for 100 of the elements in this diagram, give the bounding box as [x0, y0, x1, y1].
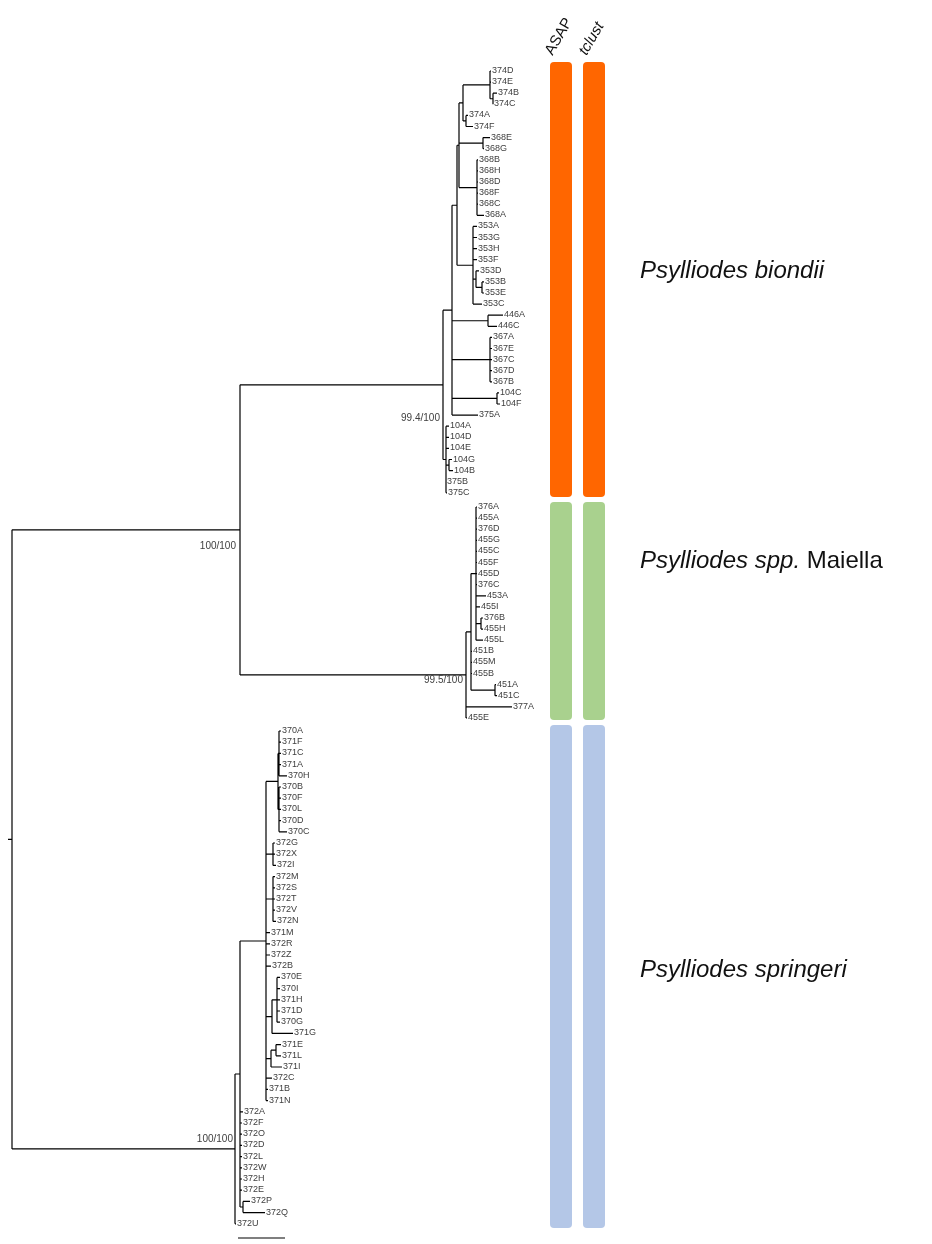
taxon-label: 372M — [276, 870, 299, 882]
taxon-label: 371H — [281, 993, 303, 1005]
taxon-label: 376B — [484, 612, 506, 623]
taxon-label: 371F — [282, 736, 303, 748]
taxon-label: 455I — [481, 600, 499, 612]
taxon-label: 371L — [282, 1049, 303, 1061]
taxon-label: 455C — [478, 545, 500, 557]
taxon-label: 455B — [473, 667, 495, 679]
delimitation-bar — [550, 62, 572, 497]
taxon-label: 371N — [269, 1094, 291, 1106]
taxon-label: 104G — [453, 453, 476, 465]
taxon-label: 372B — [272, 960, 294, 972]
taxon-label: 446C — [498, 320, 520, 332]
taxon-label: 451A — [497, 678, 519, 690]
taxon-label: 375A — [479, 409, 501, 421]
taxon-label: 370B — [282, 781, 304, 792]
taxon-label: 453A — [487, 589, 509, 601]
taxon-label: 371A — [282, 758, 304, 770]
taxon-label: 104E — [450, 442, 472, 454]
taxon-label: 455A — [478, 512, 500, 524]
taxon-label: 372N — [277, 915, 299, 927]
species-name: Psylliodes biondii — [640, 256, 825, 284]
taxon-label: 372Z — [271, 949, 292, 960]
taxon-label: 372E — [243, 1184, 265, 1196]
taxon-label: 372C — [273, 1072, 295, 1084]
taxon-label: 455M — [473, 656, 496, 668]
taxon-label: 455H — [484, 623, 506, 635]
taxon-label: 372L — [243, 1150, 264, 1162]
taxon-label: 367B — [493, 375, 515, 387]
taxon-label: 372G — [276, 837, 299, 848]
taxon-label: 372D — [243, 1139, 265, 1151]
taxon-label: 374E — [492, 76, 514, 88]
species-name: Psylliodes spp. Maiella — [640, 546, 883, 574]
taxon-label: 374F — [474, 120, 495, 132]
taxon-label: 372Q — [266, 1206, 289, 1218]
taxon-label: 368D — [479, 176, 501, 187]
taxon-label: 455E — [468, 711, 490, 723]
taxon-label: 374D — [492, 65, 514, 76]
delimitation-bar — [550, 502, 572, 720]
taxon-label: 368E — [491, 131, 513, 143]
support-value: 100/100 — [199, 540, 236, 552]
taxon-label: 372R — [271, 937, 293, 949]
taxon-label: 374C — [494, 98, 516, 110]
taxon-label: 371M — [271, 926, 294, 938]
delimitation-bar — [583, 725, 605, 1228]
taxon-label: 368C — [479, 198, 501, 210]
taxon-label: 371D — [281, 1005, 303, 1016]
taxon-label: 455G — [478, 534, 501, 546]
taxon-label: 104D — [450, 431, 472, 443]
taxon-label: 375C — [448, 486, 470, 498]
taxon-label: 451C — [498, 689, 520, 701]
delimitation-bar — [583, 62, 605, 497]
delimitation-bar — [550, 725, 572, 1228]
taxon-label: 372U — [237, 1217, 259, 1229]
taxon-label: 370D — [282, 814, 304, 826]
taxon-label: 104A — [450, 420, 472, 432]
taxon-label: 451B — [473, 645, 495, 657]
taxon-label: 371B — [269, 1083, 291, 1095]
taxon-label: 455L — [484, 634, 505, 646]
taxon-label: 377A — [513, 700, 535, 712]
taxon-label: 372S — [276, 881, 298, 893]
taxon-label: 370I — [281, 982, 299, 994]
taxon-label: 376C — [478, 578, 500, 590]
taxon-label: 374A — [469, 109, 491, 121]
taxon-label: 367C — [493, 353, 515, 365]
delimitation-bar — [583, 502, 605, 720]
taxon-label: 372I — [277, 859, 295, 871]
taxon-label: 371I — [283, 1061, 301, 1072]
species-name: Psylliodes springeri — [640, 955, 847, 983]
taxon-label: 372P — [251, 1195, 273, 1207]
taxon-label: 104F — [501, 398, 522, 409]
taxon-label: 367A — [493, 331, 515, 343]
taxon-label: 455D — [478, 567, 500, 579]
taxon-label: 353G — [478, 231, 501, 243]
taxon-label: 368B — [479, 153, 501, 165]
taxon-label: 367D — [493, 364, 515, 376]
taxon-label: 368G — [485, 142, 508, 154]
taxon-label: 370E — [281, 971, 303, 983]
taxon-label: 353A — [478, 220, 500, 232]
taxon-label: 370C — [288, 825, 310, 837]
taxon-label: 372T — [276, 893, 297, 904]
taxon-label: 104C — [500, 386, 522, 398]
taxon-label: 374B — [498, 87, 520, 99]
taxon-label: 353E — [485, 287, 507, 298]
taxon-label: 372O — [243, 1128, 266, 1140]
taxon-label: 370L — [282, 803, 303, 815]
support-value: 99.4/100 — [401, 412, 440, 424]
taxon-label: 372V — [276, 904, 298, 916]
taxon-label: 353B — [485, 275, 507, 287]
taxon-label: 372F — [243, 1117, 264, 1128]
taxon-label: 376D — [478, 523, 500, 535]
taxon-label: 370F — [282, 792, 303, 804]
taxon-label: 353H — [478, 242, 500, 254]
taxon-label: 370G — [281, 1016, 304, 1028]
taxon-label: 376A — [478, 501, 500, 512]
taxon-label: 370H — [288, 769, 310, 781]
taxon-label: 367E — [493, 342, 515, 354]
taxon-label: 353F — [478, 253, 499, 265]
taxon-label: 372X — [276, 848, 298, 860]
taxon-label: 372W — [243, 1161, 267, 1173]
